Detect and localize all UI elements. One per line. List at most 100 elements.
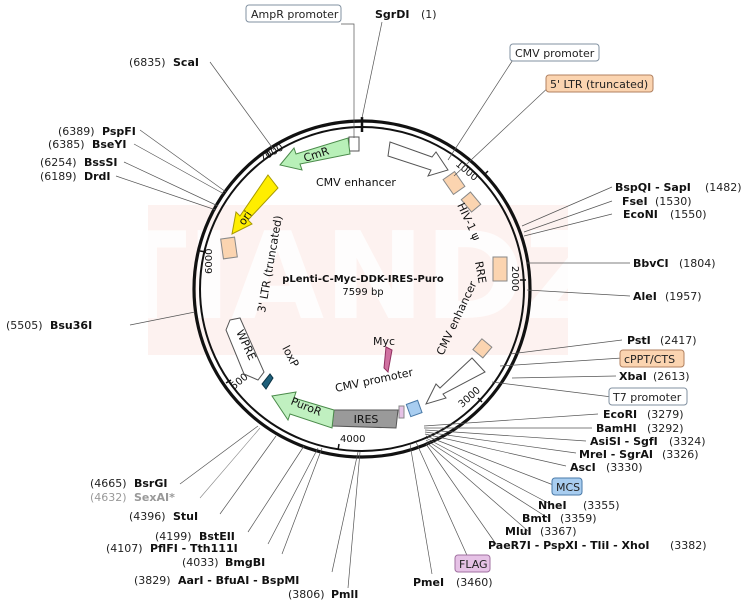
site-bseyi-name: BseYI: [92, 138, 126, 151]
box-t7[interactable]: T7 promoter: [608, 387, 688, 406]
tick-4000: 4000: [340, 434, 365, 445]
box-mcs[interactable]: MCS: [551, 477, 583, 496]
site-pflfi-name: PflFI - Tth111I: [150, 542, 238, 555]
ires-label: IRES: [354, 413, 379, 426]
site-bsu36i[interactable]: (5505) Bsu36I: [6, 319, 92, 332]
site-mrei-name: MreI - SgrAI: [579, 448, 653, 461]
box-cmv-promoter-top[interactable]: CMV promoter: [509, 43, 600, 62]
loxp-marker[interactable]: [261, 373, 274, 390]
site-ecori[interactable]: EcoRI (3279): [603, 408, 684, 421]
site-xbai-name: XbaI: [619, 370, 647, 383]
site-pae-name: PaeR7I - PspXI - TliI - XhoI: [488, 539, 650, 552]
flag-box[interactable]: [398, 405, 405, 419]
box-cppt-text: cPPT/CTS: [624, 353, 675, 366]
site-pmei-pos: (3460): [456, 576, 493, 589]
cmv-promoter-arrow[interactable]: [425, 357, 486, 405]
site-drdi[interactable]: (6189) DrdI: [40, 170, 111, 183]
box-cppt[interactable]: cPPT/CTS: [619, 349, 685, 368]
site-asci[interactable]: AscI (3330): [570, 461, 643, 474]
site-alei[interactable]: AleI (1957): [633, 290, 702, 303]
myc-marker[interactable]: [383, 346, 393, 374]
site-xbai[interactable]: XbaI (2613): [619, 370, 690, 383]
site-bbvci[interactable]: BbvCI (1804): [633, 257, 716, 270]
site-stui-pos: (4396): [129, 510, 166, 523]
site-stui-name: StuI: [173, 510, 198, 523]
site-bsteii-pos: (4199): [155, 530, 192, 543]
site-pspfi-pos: (6389): [58, 125, 95, 138]
box-ampr-promoter-text: AmpR promoter: [251, 8, 339, 21]
site-alei-pos: (1957): [665, 290, 702, 303]
site-asci-name: AscI: [570, 461, 596, 474]
site-pflfi[interactable]: (4107) PflFI - Tth111I: [106, 542, 238, 555]
site-bsteii-name: BstEII: [199, 530, 235, 543]
site-scai-pos: (6835): [129, 56, 166, 69]
site-nhei[interactable]: NheI (3355): [538, 499, 620, 512]
site-bsssi-pos: (6254): [40, 156, 77, 169]
site-bsteii[interactable]: (4199) BstEII: [155, 530, 235, 543]
site-pmli[interactable]: (3806) PmlI: [288, 588, 358, 601]
box-ltr5[interactable]: 5' LTR (truncated): [545, 74, 654, 93]
site-asisi[interactable]: AsiSI - SgfI (3324): [590, 435, 706, 448]
site-stui[interactable]: (4396) StuI: [129, 510, 198, 523]
ampr-promoter-box[interactable]: [348, 136, 360, 152]
site-aari-name: AarI - BfuAI - BspMI: [178, 574, 299, 587]
site-ecori-pos: (3279): [647, 408, 684, 421]
site-bmti-pos: (3359): [560, 512, 597, 525]
site-bseyi[interactable]: (6385) BseYI: [48, 138, 126, 151]
site-asisi-name: AsiSI - SgfI: [590, 435, 658, 448]
box-flag[interactable]: FLAG: [454, 554, 491, 573]
site-sexai[interactable]: (4632) SexAI*: [90, 491, 175, 504]
site-mrei-pos: (3326): [662, 448, 699, 461]
cmv-promoter-label: CMV promoter: [334, 366, 415, 395]
cppt-box[interactable]: [472, 338, 493, 359]
cmr-arrow[interactable]: [279, 137, 351, 171]
site-fsei-name: FseI: [622, 195, 648, 208]
box-ampr-promoter[interactable]: AmpR promoter: [245, 4, 342, 23]
site-pmei[interactable]: PmeI (3460): [413, 576, 493, 589]
site-bamhi-name: BamHI: [596, 422, 637, 435]
site-bspqi-name: BspQI - SapI: [615, 181, 691, 194]
site-pae[interactable]: PaeR7I - PspXI - TliI - XhoI (3382): [488, 539, 707, 552]
site-scai[interactable]: (6835) ScaI: [129, 56, 199, 69]
site-bamhi[interactable]: BamHI (3292): [596, 422, 684, 435]
rre-label: RRE: [472, 260, 489, 284]
site-fsei[interactable]: FseI (1530): [622, 195, 692, 208]
site-drdi-name: DrdI: [84, 170, 111, 183]
ltr5-box[interactable]: [442, 170, 466, 196]
site-mrei[interactable]: MreI - SgrAI (3326): [579, 448, 699, 461]
site-bmti[interactable]: BmtI (3359): [522, 512, 597, 525]
hiv-psi-box[interactable]: [460, 191, 482, 213]
site-bbvci-pos: (1804): [679, 257, 716, 270]
ori-arrow[interactable]: [231, 174, 279, 235]
site-bamhi-pos: (3292): [647, 422, 684, 435]
site-bbvci-name: BbvCI: [633, 257, 669, 270]
site-xbai-pos: (2613): [653, 370, 690, 383]
site-bmgbi[interactable]: (4033) BmgBI: [182, 556, 265, 569]
site-mlui[interactable]: MluI (3367): [505, 525, 577, 538]
site-psti[interactable]: PstI (2417): [627, 334, 697, 347]
site-aari-pos: (3829): [134, 574, 171, 587]
ltr3-box[interactable]: [220, 236, 238, 260]
site-sgrdi[interactable]: SgrDI (1): [375, 8, 437, 21]
myc-label: Myc: [373, 335, 395, 348]
puror-arrow[interactable]: [271, 391, 335, 429]
site-bspqi[interactable]: BspQI - SapI (1482): [615, 181, 742, 194]
site-bsu36i-pos: (5505): [6, 319, 43, 332]
site-bsssi[interactable]: (6254) BssSI: [40, 156, 118, 169]
box-t7-text: T7 promoter: [612, 391, 682, 404]
site-bmgbi-name: BmgBI: [225, 556, 265, 569]
site-pspfi[interactable]: (6389) PspFI: [58, 125, 136, 138]
site-fsei-pos: (1530): [655, 195, 692, 208]
site-bsrgi[interactable]: (4665) BsrGI: [90, 477, 167, 490]
mcs-box[interactable]: [405, 399, 423, 418]
wpre-arrow[interactable]: [225, 317, 265, 381]
box-mcs-text: MCS: [556, 481, 580, 494]
site-aari[interactable]: (3829) AarI - BfuAI - BspMI: [134, 574, 299, 587]
site-econi[interactable]: EcoNI (1550): [623, 208, 707, 221]
box-flag-text: FLAG: [459, 558, 488, 571]
site-bsu36i-name: Bsu36I: [50, 319, 92, 332]
cmv-enhancer-top-arrow[interactable]: [387, 141, 449, 177]
rre-box[interactable]: [492, 256, 508, 282]
